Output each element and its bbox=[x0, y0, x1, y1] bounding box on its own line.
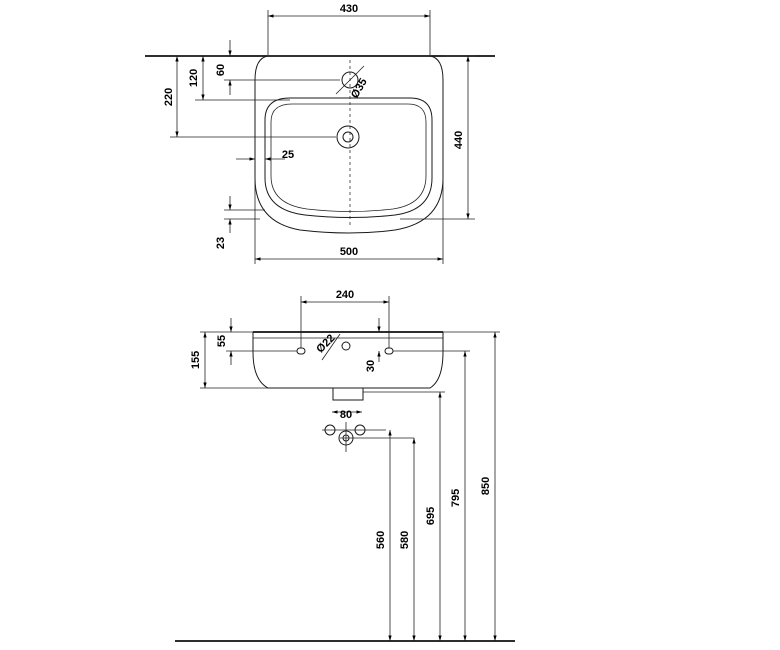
dim-30: 30 bbox=[365, 360, 377, 372]
basin-body-front bbox=[252, 332, 444, 389]
basin-bowl-inner bbox=[270, 103, 427, 212]
dim-60: 60 bbox=[215, 64, 227, 76]
drain-inner bbox=[342, 131, 354, 143]
dim-240: 240 bbox=[336, 289, 354, 301]
dim-80: 80 bbox=[340, 409, 352, 421]
dim-500: 500 bbox=[340, 246, 358, 258]
dim-795: 795 bbox=[450, 489, 462, 507]
front-view: 240 155 55 Ø22 30 80 560 bbox=[175, 289, 515, 642]
dim-580: 580 bbox=[399, 531, 411, 549]
dim-850: 850 bbox=[480, 477, 492, 495]
tap-hole-front bbox=[341, 341, 351, 351]
dim-155: 155 bbox=[190, 351, 202, 369]
drain-outer bbox=[336, 125, 360, 149]
dim-440: 440 bbox=[453, 131, 465, 149]
fixing-hole-left bbox=[296, 347, 306, 355]
dim-220: 220 bbox=[163, 88, 175, 106]
waste-outlet bbox=[332, 387, 364, 401]
fixing-hole-right bbox=[384, 347, 394, 355]
basin-outline-top bbox=[254, 55, 444, 234]
top-view: 430 440 500 220 120 60 Ø35 25 bbox=[145, 3, 495, 264]
dim-fixing-hole-diameter: Ø22 bbox=[314, 332, 337, 355]
dim-695: 695 bbox=[425, 507, 437, 525]
tap-hole bbox=[341, 71, 359, 89]
dim-25: 25 bbox=[282, 149, 294, 161]
dim-560: 560 bbox=[375, 531, 387, 549]
dim-430: 430 bbox=[340, 3, 358, 15]
dim-55: 55 bbox=[216, 335, 228, 347]
dim-23: 23 bbox=[215, 237, 227, 249]
dim-tap-hole-diameter: Ø35 bbox=[349, 76, 370, 100]
dim-120: 120 bbox=[188, 69, 200, 87]
